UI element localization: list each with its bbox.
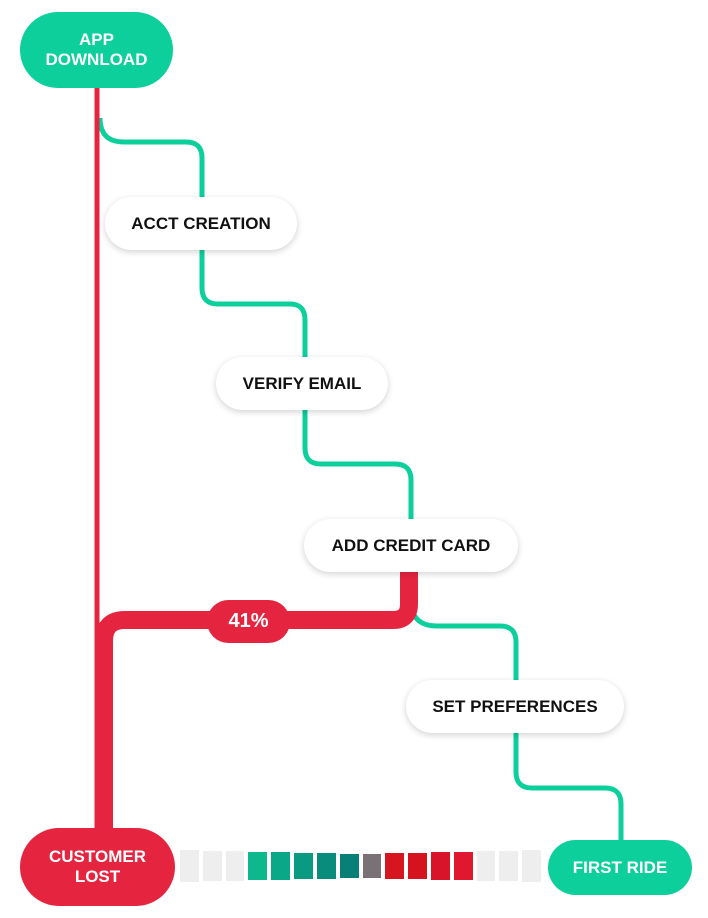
success-path bbox=[97, 117, 624, 850]
node-app-download: APP DOWNLOAD bbox=[20, 12, 173, 88]
progress-segment bbox=[430, 852, 450, 880]
dropoff-percentage-badge: 41% bbox=[207, 600, 290, 643]
progress-segment bbox=[453, 851, 473, 881]
node-set-preferences: SET PREFERENCES bbox=[406, 680, 624, 733]
node-first-ride: FIRST RIDE bbox=[548, 840, 692, 895]
progress-segment bbox=[499, 850, 519, 882]
node-add-credit-card: ADD CREDIT CARD bbox=[304, 519, 518, 572]
progress-segment bbox=[408, 852, 427, 880]
node-acct-creation: ACCT CREATION bbox=[105, 197, 297, 250]
progress-segment bbox=[180, 850, 199, 882]
progress-segment bbox=[362, 853, 382, 879]
progress-segment bbox=[294, 852, 313, 880]
progress-segment bbox=[385, 853, 405, 879]
progress-segment bbox=[316, 853, 336, 879]
progress-segment bbox=[271, 852, 291, 880]
progress-segment bbox=[248, 851, 268, 881]
progress-segment bbox=[225, 851, 245, 881]
progress-segment bbox=[522, 850, 541, 882]
progress-segment bbox=[476, 851, 496, 881]
node-customer-lost: CUSTOMER LOST bbox=[20, 828, 175, 906]
progress-segment bbox=[339, 853, 359, 879]
progress-segment bbox=[202, 850, 222, 882]
node-verify-email: VERIFY EMAIL bbox=[216, 357, 388, 410]
